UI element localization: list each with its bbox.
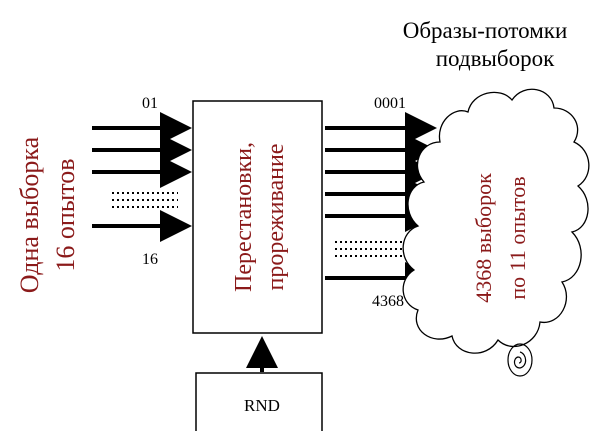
output-ellipsis xyxy=(335,242,410,256)
cloud-label-line2: по 11 опытов xyxy=(505,176,530,299)
cloud-tail xyxy=(508,344,532,376)
input-ellipsis xyxy=(112,193,178,207)
left-label-line2: 16 опытов xyxy=(51,158,80,271)
output-first-label: 0001 xyxy=(374,95,406,112)
input-last-label: 16 xyxy=(142,251,158,268)
cloud-label-line1: 4368 выборок xyxy=(471,173,496,303)
input-first-label: 01 xyxy=(142,95,158,112)
input-arrows xyxy=(92,128,188,226)
left-label-line1: Одна выборка xyxy=(15,136,44,293)
box-label-line1: Перестановки, xyxy=(231,142,257,292)
box-label-line2: прореживание xyxy=(263,144,289,291)
top-right-title-line2: подвыборок xyxy=(436,46,555,71)
permutation-box xyxy=(193,101,322,333)
top-right-title-line1: Образы-потомки xyxy=(403,18,568,43)
output-last-label: 4368 xyxy=(372,293,404,310)
rnd-label: RND xyxy=(244,396,280,415)
left-label: Одна выборка 16 опытов xyxy=(15,136,80,293)
